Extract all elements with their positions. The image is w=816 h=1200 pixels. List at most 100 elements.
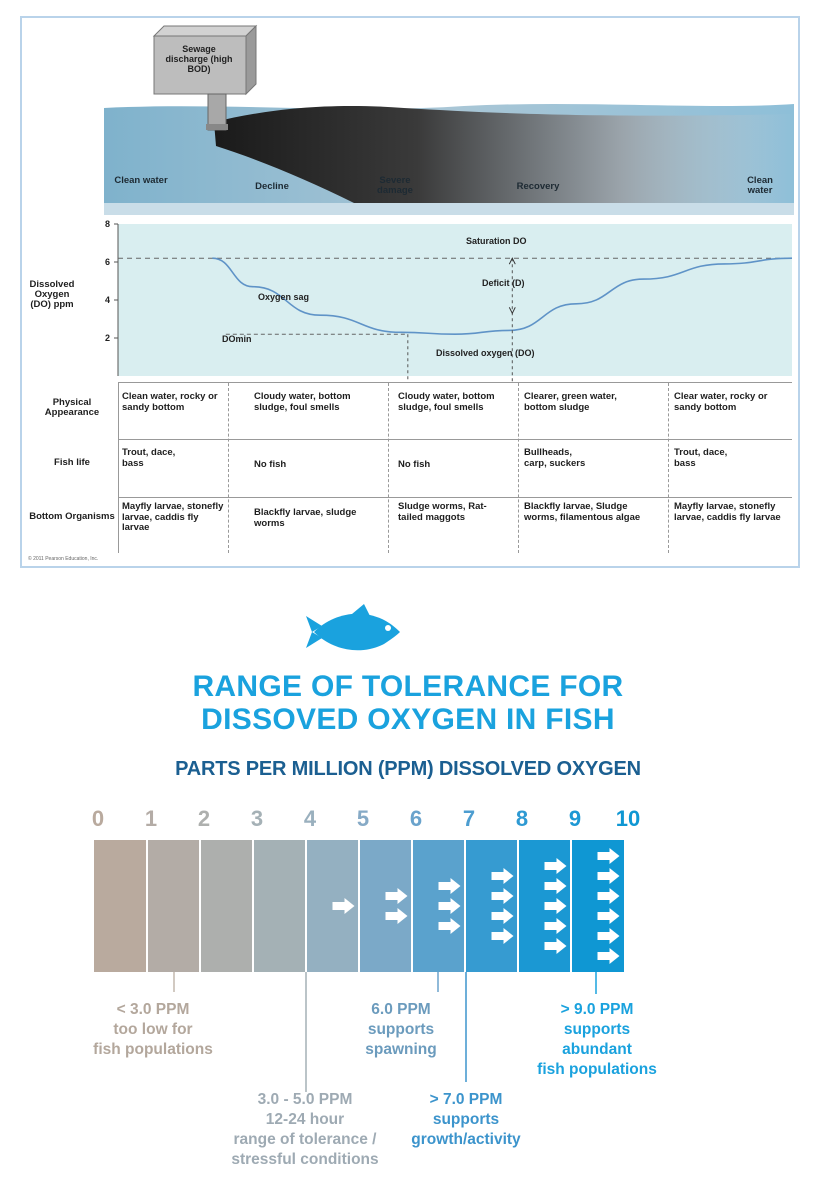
table-cell: Cloudy water, bottom sludge, foul smells	[398, 391, 495, 413]
do-curve	[212, 257, 793, 336]
annotation-spawning: 6.0 PPM supports spawning	[346, 1000, 456, 1060]
annotation-line: growth/activity	[411, 1131, 521, 1148]
table-cell: Mayfly larvae, stonefly larvae, caddis f…	[674, 501, 781, 523]
oxygen-sag-figure: Sewage discharge (high BOD) Clean water …	[20, 16, 800, 568]
table-cell: Mayfly larvae, stonefly larvae, caddis f…	[122, 501, 224, 533]
annotation-line: 3.0 - 5.0 PPM	[257, 1091, 353, 1108]
annotation-line: fish populations	[93, 1041, 213, 1058]
fish-arrow-icon	[438, 898, 461, 914]
annotation-line: stressful conditions	[231, 1151, 379, 1168]
row-label-fish: Fish life	[54, 457, 90, 468]
scale-segment	[571, 840, 624, 972]
y-tick-label: 4	[105, 295, 110, 305]
table-cell: Trout, dace, bass	[674, 447, 728, 469]
annotation-line: 6.0 PPM	[371, 1001, 431, 1018]
row-label-bottom: Bottom Organisms	[29, 511, 115, 522]
fish-arrow-icon	[597, 908, 620, 924]
do-min-label: DOmin	[222, 334, 252, 344]
scale-number: 8	[515, 806, 529, 831]
fish-arrow-icon	[597, 928, 620, 944]
tolerance-subtitle: PARTS PER MILLION (PPM) DISSOLVED OXYGEN	[175, 758, 641, 780]
scale-number: 2	[197, 806, 211, 831]
scale-number: 10	[615, 806, 641, 831]
table-cell: Sludge worms, Rat-tailed maggots	[398, 501, 487, 523]
oxygen-sag-label: Oxygen sag	[258, 292, 310, 302]
scale-number: 0	[91, 806, 105, 831]
scale-number: 7	[462, 806, 476, 831]
annotation-line: supports	[367, 1021, 435, 1038]
table-cell: No fish	[398, 459, 431, 470]
annotation-line: > 9.0 PPM	[560, 1001, 634, 1018]
deficit-label: Deficit (D)	[482, 278, 525, 288]
annotation-growth: > 7.0 PPM supports growth/activity	[396, 1090, 536, 1150]
annotation-line: 12-24 hour	[265, 1111, 345, 1128]
annotation-line: range of tolerance /	[233, 1131, 377, 1148]
table-cell: Trout, dace, bass	[122, 447, 176, 469]
annotation-stress: 3.0 - 5.0 PPM 12-24 hour range of tolera…	[210, 1090, 400, 1170]
zone-label: Recovery	[516, 181, 560, 192]
annotation-line: supports	[432, 1111, 500, 1128]
scale-segment	[465, 840, 518, 972]
scale-number: 5	[356, 806, 370, 831]
annotation-line: abundant	[562, 1041, 632, 1058]
tolerance-title-line2: DISSOVED OXYGEN IN FISH	[201, 703, 615, 736]
annotation-line: fish populations	[537, 1061, 657, 1078]
table-cell: Bullheads, carp, suckers	[524, 447, 586, 469]
sewage-pipe	[152, 24, 258, 131]
deficit-arrow-down	[508, 307, 516, 315]
annotation-line: > 7.0 PPM	[429, 1091, 503, 1108]
scale-number: 3	[250, 806, 264, 831]
table-cell: Blackfly larvae, Sludge worms, filamento…	[524, 501, 641, 523]
chart-background	[118, 224, 792, 376]
fish-arrow-icon	[385, 908, 408, 924]
scale-segment	[200, 840, 253, 972]
zone-label: Clean water	[114, 175, 168, 186]
conditions-table	[118, 382, 792, 553]
sewage-box-label: Sewage discharge (high BOD)	[165, 44, 233, 74]
y-tick-label: 2	[105, 333, 110, 343]
dissolved-oxygen-label: Dissolved oxygen (DO)	[436, 348, 535, 358]
y-tick-label: 8	[105, 219, 110, 229]
fish-arrow-icon	[544, 898, 567, 914]
tolerance-title-line1: RANGE OF TOLERANCE FOR	[192, 670, 624, 703]
scale-segment	[147, 840, 200, 972]
table-cell: Blackfly larvae, sludge worms	[254, 507, 357, 529]
fish-arrow-icon	[332, 898, 355, 914]
table-cell: Clearer, green water, bottom sludge	[524, 391, 617, 413]
river-illustration	[104, 104, 794, 215]
zone-label: Decline	[255, 181, 289, 192]
zone-label: Severe damage	[377, 175, 413, 196]
table-cell: No fish	[254, 459, 287, 470]
copyright: © 2011 Pearson Education, Inc.	[28, 556, 99, 562]
fish-arrow-icon	[597, 948, 620, 964]
fish-arrow-icon	[491, 908, 514, 924]
scale-number: 6	[409, 806, 423, 831]
fish-arrow-icon	[544, 918, 567, 934]
zone-label: Clean water	[747, 175, 773, 196]
annotation-line: supports	[563, 1021, 631, 1038]
fish-arrow-icon	[544, 938, 567, 954]
annotation-line: spawning	[365, 1041, 437, 1058]
fish-arrow-icon	[597, 888, 620, 904]
fish-arrow-icon	[438, 918, 461, 934]
fish-arrow-icon	[544, 878, 567, 894]
fish-arrow-icon	[491, 888, 514, 904]
annotation-low: < 3.0 PPM too low for fish populations	[78, 1000, 228, 1060]
fish-arrow-icon	[438, 878, 461, 894]
dissolved-oxygen-chart: 2 4 6 8	[105, 219, 793, 382]
fish-arrow-icon	[597, 868, 620, 884]
table-cell: Cloudy water, bottom sludge, foul smells	[254, 391, 351, 413]
y-axis-label: Dissolved Oxygen (DO) ppm	[29, 279, 75, 310]
fish-icon	[306, 604, 400, 651]
deficit-arrow-up	[508, 257, 516, 265]
oxygen-scale-bar	[94, 840, 624, 1092]
fish-arrow-icon	[491, 868, 514, 884]
fish-arrow-icon	[597, 848, 620, 864]
table-cell: Clear water, rocky or sandy bottom	[674, 391, 768, 413]
annotation-line: < 3.0 PPM	[116, 1001, 190, 1018]
scale-segment	[359, 840, 412, 972]
fish-arrow-icon	[491, 928, 514, 944]
scale-number: 1	[144, 806, 158, 831]
y-tick-label: 6	[105, 257, 110, 267]
annotation-abundant: > 9.0 PPM supports abundant fish populat…	[522, 1000, 672, 1080]
